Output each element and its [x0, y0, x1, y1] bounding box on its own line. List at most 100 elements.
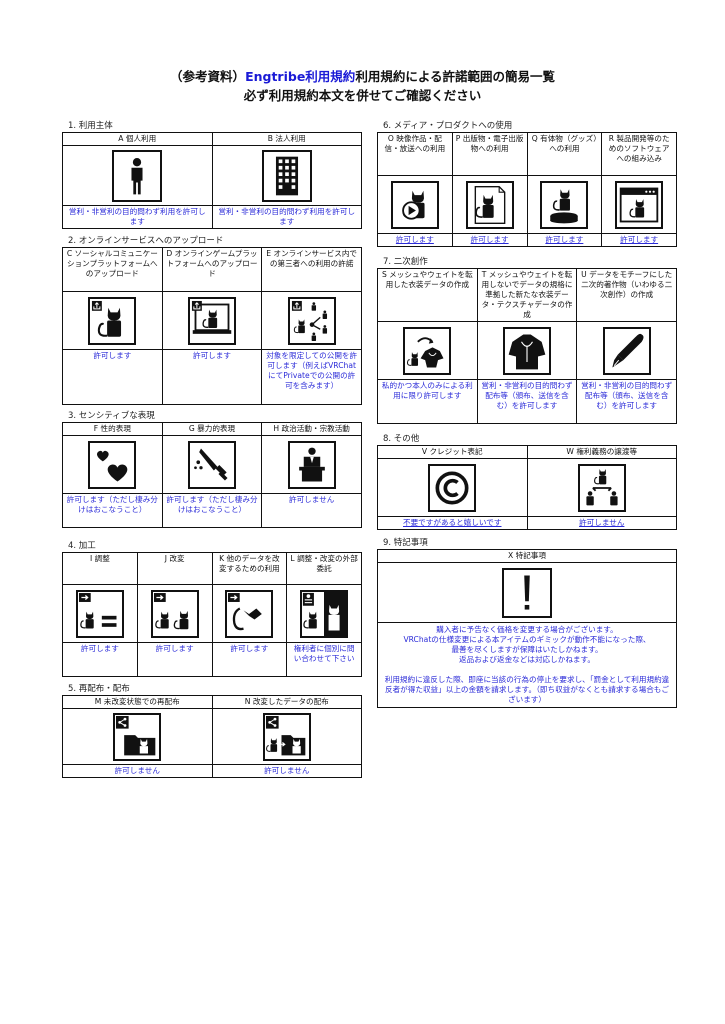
section-label: 3. センシティブな表現 [68, 411, 155, 421]
item-header: F 性的表現 [62, 422, 163, 436]
permission-text: 許可します [545, 235, 584, 244]
item-header: V クレジット表記 [377, 445, 528, 459]
modify-two-cats-icon [150, 589, 199, 638]
item-header: J 改変 [136, 552, 213, 585]
item-header: L 調整・改変の外部委託 [286, 552, 362, 585]
permission-text: 許可します（ただし棲み分けはおこなうこと） [62, 493, 163, 528]
item-header: D オンラインゲームプラットフォームへのアップロード [161, 247, 263, 292]
permission-table: O 映像作品・配信・放送への利用 P 出版物・電子出版物への利用 Q 有体物（グ… [377, 132, 677, 247]
item-header: S メッシュやウェイトを転用した衣装データの作成 [377, 268, 478, 322]
item-header: Q 有体物（グッズ）への利用 [526, 132, 603, 176]
special-notes-text: 購入者に予告なく価格を変更する場合がございます。 VRChatの仕様変更による本… [377, 622, 677, 708]
transfer-rights-icon [577, 463, 626, 512]
pen-nib-icon [602, 326, 651, 375]
note-line: 最善を尽くしますが保障はいたしかねます。 [451, 645, 603, 654]
section-label: 1. 利用主体 [68, 121, 113, 131]
permission-text: 許可します [620, 235, 659, 244]
permission-text: 権利者に個別に問い合わせて下さい [286, 642, 362, 677]
title-subtitle: 必ず利用規約本文を併せてご確認ください [243, 88, 482, 103]
permission-text: 営利・非営利の目的問わず配布等（頒布、送信を含む）を許可します [476, 379, 578, 424]
permission-table: M 未改変状態での再配布 N 改変したデータの配布 許可しません 許可しません [62, 695, 362, 778]
upload-monitor-icon [187, 296, 236, 345]
permission-text: 許可しません [211, 764, 362, 778]
section-label: 8. その他 [383, 434, 420, 444]
permission-text: 営利・非営利の目的問わず利用を許可します [62, 205, 213, 229]
person-icon [112, 149, 163, 202]
item-header: B 法人利用 [211, 132, 362, 146]
section-label: 5. 再配布・配布 [68, 684, 130, 694]
cat-to-clothes-icon [403, 326, 452, 375]
reuse-parts-icon [225, 589, 274, 638]
item-header: K 他のデータを改変するための利用 [211, 552, 288, 585]
permission-table: V クレジット表記 W 権利義務の譲渡等 不要ですがあると嬉しいです 許可しませ… [377, 445, 677, 530]
section-label: 6. メディア・プロダクトへの使用 [383, 121, 513, 131]
note-spacer [382, 665, 672, 675]
permission-table: C ソーシャルコミュニケーションプラットフォームへのアップロード D オンライン… [62, 247, 362, 405]
section-processing: 4. 加工 I 調整 J 改変 K 他のデータを改変するための利用 L 調整・改… [62, 540, 362, 677]
permission-text: 許可します [395, 235, 434, 244]
permission-text: 許可しません [62, 764, 213, 778]
building-icon [261, 149, 312, 202]
section-label: 4. 加工 [68, 541, 96, 551]
software-window-icon [615, 180, 664, 229]
section-online-upload: 2. オンラインサービスへのアップロード C ソーシャルコミュニケーションプラッ… [62, 235, 362, 405]
brand-name: Engtribe利用規約 [245, 69, 356, 84]
permission-text: 不要ですがあると嬉しいです [403, 518, 502, 527]
section-sensitive-expression: 3. センシティブな表現 F 性的表現 G 暴力的表現 H 政治活動・宗教活動 … [62, 410, 362, 528]
share-folder-icon [113, 712, 162, 761]
note-line: 利用規約に違反した際、即座に当該の行為の停止を要求し、「罰金として利用規約違反者… [384, 675, 670, 704]
permission-text: 許可します [470, 235, 509, 244]
item-header: R 製品開発等のためのソフトウェアへの組み込み [601, 132, 677, 176]
permission-table: S メッシュやウェイトを転用した衣装データの作成 T メッシュやウェイトを転用し… [377, 268, 677, 424]
outsource-icon [300, 589, 349, 638]
permission-text: 許可しません [261, 493, 362, 528]
upload-avatar-icon [88, 296, 137, 345]
section-special-notes: 9. 特記事項 X 特記事項 購入者に予告なく価格を変更する場合がございます。 … [377, 537, 677, 708]
title-line-1: （参考資料）Engtribe利用規約利用規約による許諾範囲の簡易一覧 [170, 69, 555, 84]
item-header: I 調整 [62, 552, 138, 585]
permission-text: 対象を限定しての公開を許可します（例えばVRChatにてPrivateでの公開の… [261, 349, 362, 405]
item-header: N 改変したデータの配布 [211, 695, 362, 709]
podium-speaker-icon [287, 440, 336, 489]
permission-text: 営利・非営利の目的問わず配布等（頒布、送信を含む）を許可します [576, 379, 677, 424]
section-redistribution: 5. 再配布・配布 M 未改変状態での再配布 N 改変したデータの配布 許可しま… [62, 683, 362, 778]
document-cat-icon [465, 180, 514, 229]
permission-text: 私的かつ本人のみによる利用に限り許可します [377, 379, 478, 424]
share-modified-folder-icon [262, 712, 311, 761]
item-header: G 暴力的表現 [161, 422, 263, 436]
permission-table: A 個人利用 B 法人利用 営利・非営利の目的問わず利用を許可します 営利・非営… [62, 132, 362, 229]
permission-text: 許可します [62, 642, 138, 677]
section-derivative-works: 7. 二次創作 S メッシュやウェイトを転用した衣装データの作成 T メッシュや… [377, 256, 677, 424]
section-usage-subject: 1. 利用主体 A 個人利用 B 法人利用 営利・非営利の目的問わず利用を許可し… [62, 120, 362, 229]
upload-share-icon [287, 296, 336, 345]
permission-table: F 性的表現 G 暴力的表現 H 政治活動・宗教活動 許可します（ただし棲み分け… [62, 422, 362, 528]
item-header: M 未改変状態での再配布 [62, 695, 213, 709]
item-header: E オンラインサービス内での第三者への利用の許諾 [261, 247, 362, 292]
note-line: 購入者に予告なく価格を変更する場合がございます。 [436, 625, 618, 634]
section-label: 2. オンラインサービスへのアップロード [68, 236, 224, 246]
permission-table: I 調整 J 改変 K 他のデータを改変するための利用 L 調整・改変の外部委託… [62, 552, 362, 677]
permission-text: 許可します [136, 642, 213, 677]
item-header: C ソーシャルコミュニケーションプラットフォームへのアップロード [62, 247, 163, 292]
video-play-icon [390, 180, 439, 229]
permission-text: 許可しません [579, 518, 625, 527]
item-header: X 特記事項 [377, 549, 677, 563]
permission-text: 許可します（ただし棲み分けはおこなうこと） [161, 493, 263, 528]
item-header: P 出版物・電子出版物への利用 [451, 132, 528, 176]
section-media-products: 6. メディア・プロダクトへの使用 O 映像作品・配信・放送への利用 P 出版物… [377, 120, 677, 247]
clothes-icon [502, 326, 551, 375]
note-line: VRChatの仕様変更による本アイテムのギミックが動作不能になった際、 [403, 635, 651, 644]
permission-text: 営利・非営利の目的問わず利用を許可します [211, 205, 362, 229]
section-others: 8. その他 V クレジット表記 W 権利義務の譲渡等 不要ですがあると嬉しいで… [377, 433, 677, 530]
item-header: T メッシュやウェイトを転用しないでデータの規格に準拠した新たな衣装データ・テク… [476, 268, 578, 322]
notes-table: X 特記事項 購入者に予告なく価格を変更する場合がございます。 VRChatの仕… [377, 549, 677, 708]
permission-text: 許可します [211, 642, 288, 677]
item-header: W 権利義務の譲渡等 [526, 445, 677, 459]
figure-goods-icon [540, 180, 589, 229]
adjust-equal-icon [75, 589, 124, 638]
item-header: O 映像作品・配信・放送への利用 [377, 132, 453, 176]
item-header: H 政治活動・宗教活動 [261, 422, 362, 436]
exclamation-icon [502, 567, 552, 618]
permission-text: 許可します [62, 349, 163, 405]
knife-icon [187, 440, 236, 489]
